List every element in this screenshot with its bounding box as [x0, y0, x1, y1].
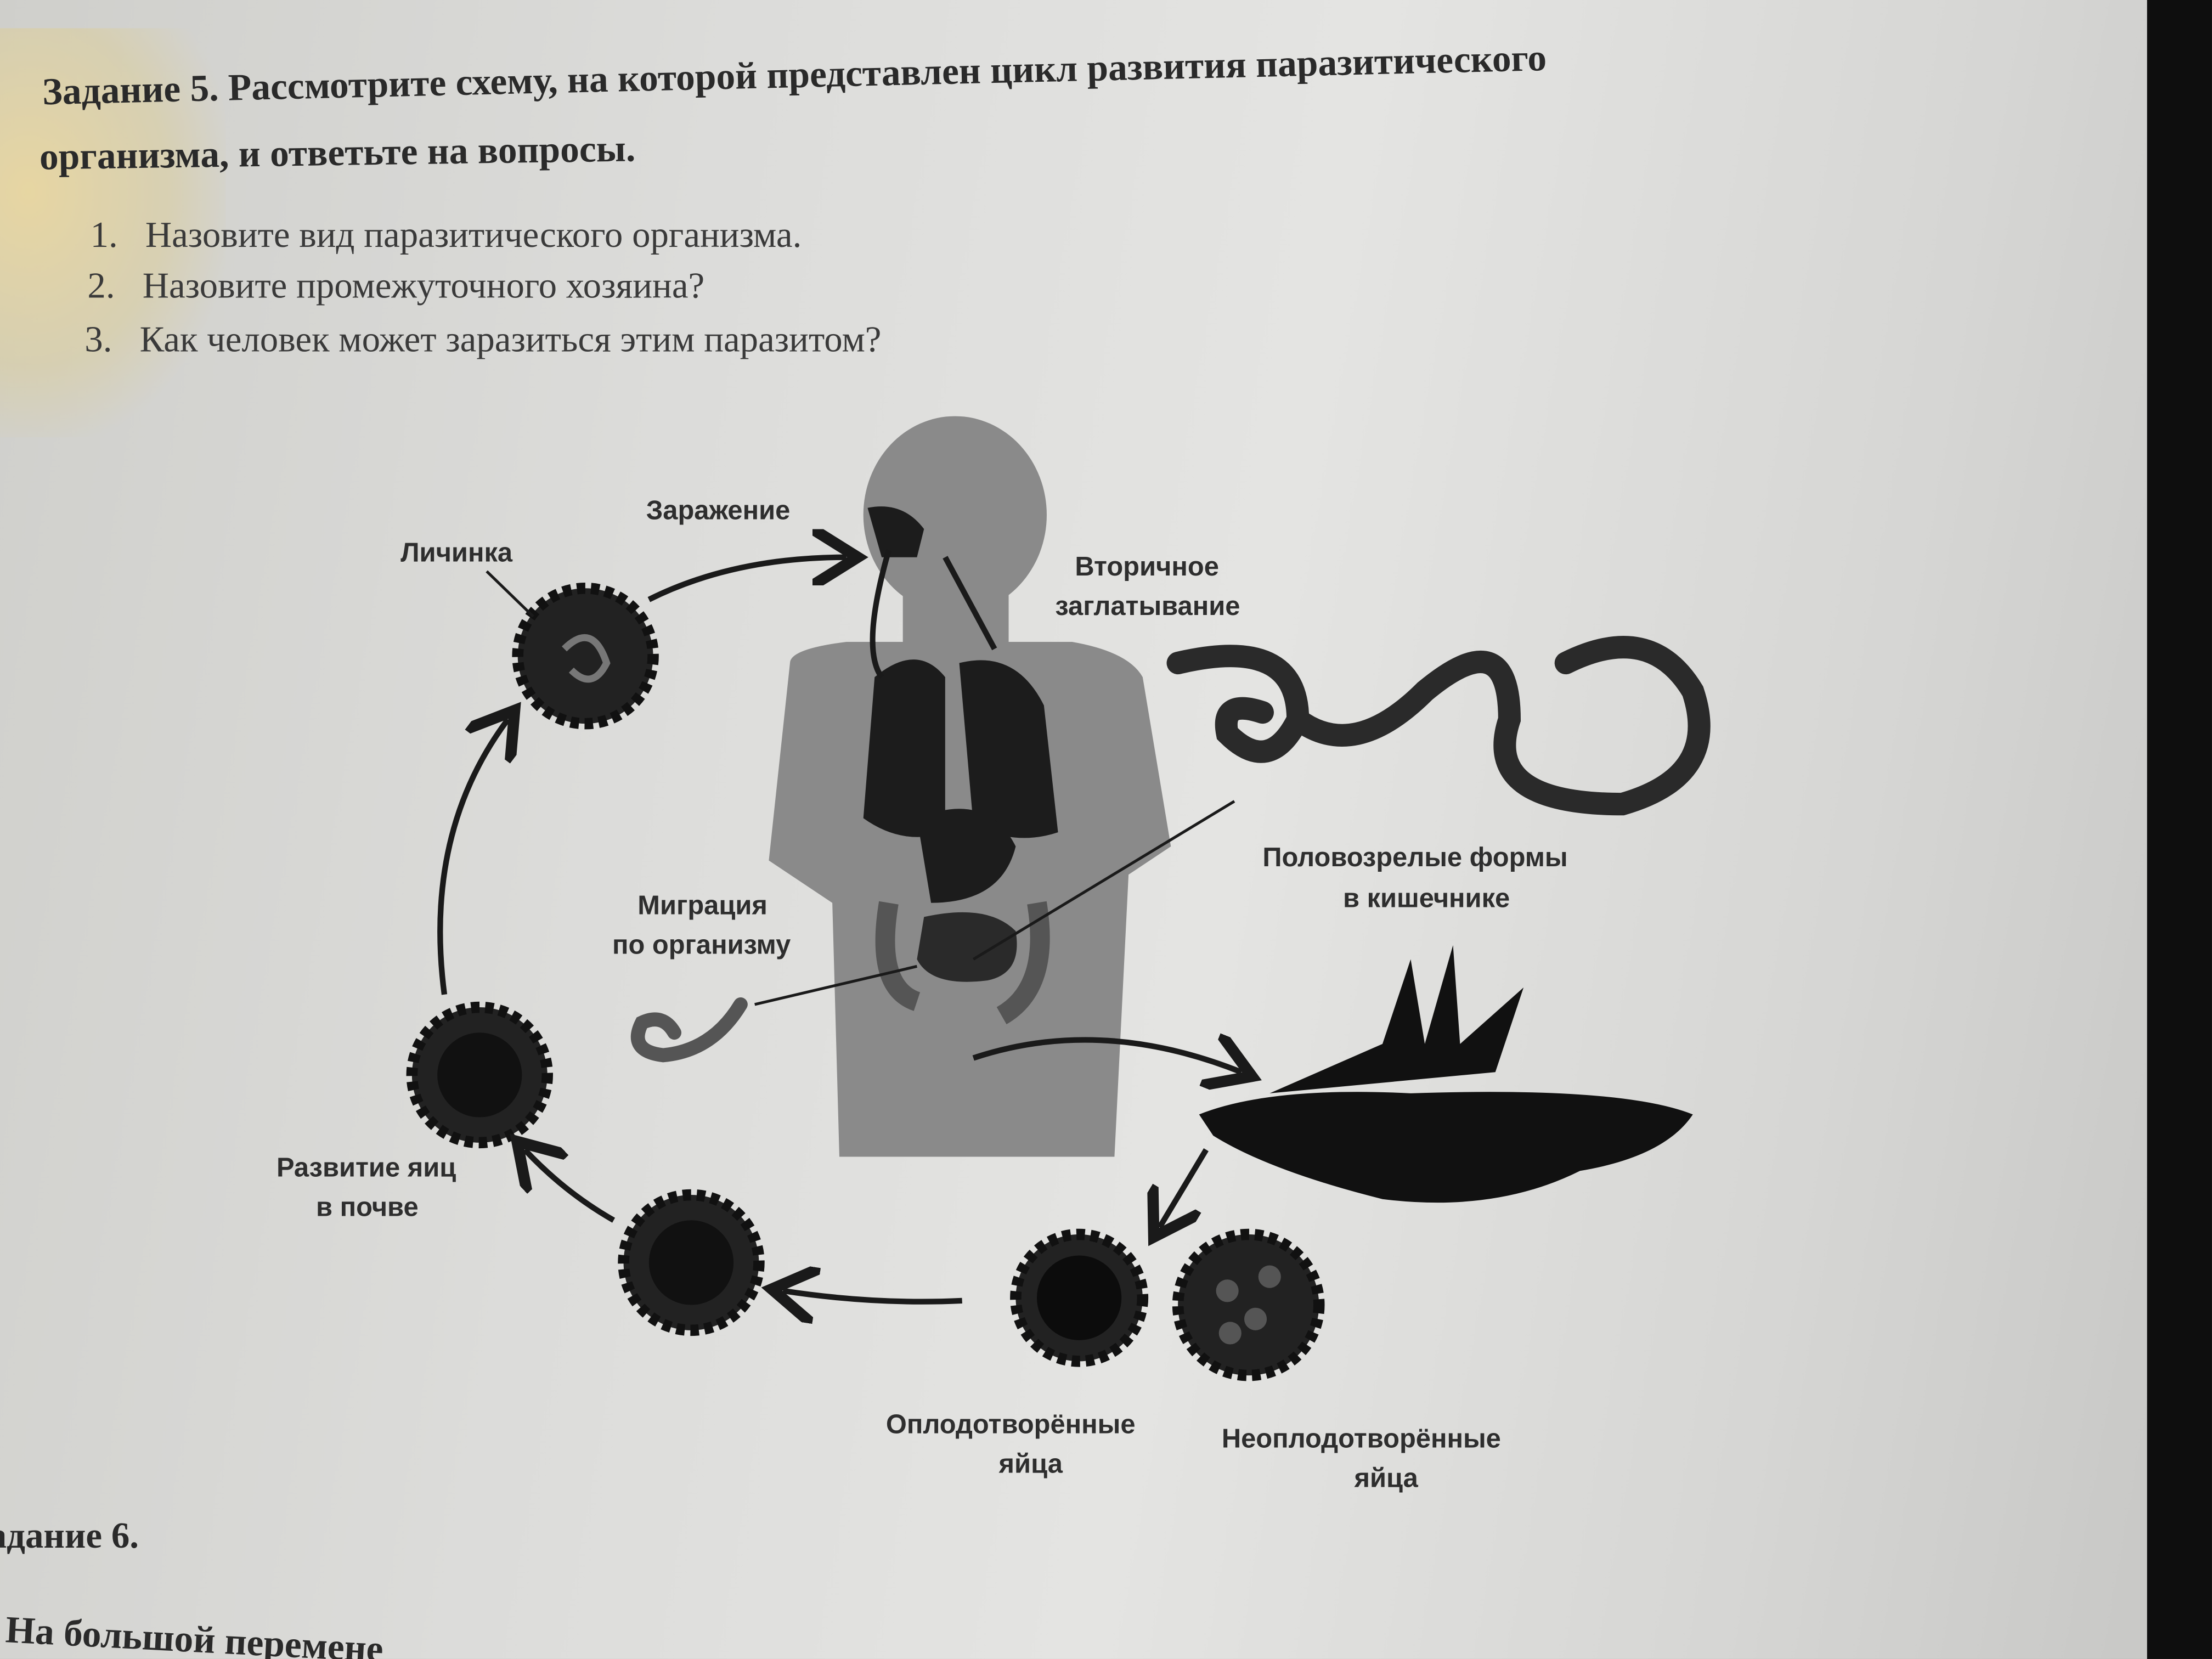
label-soil-dev-1: Развитие яиц [276, 1153, 456, 1183]
label-soil-dev-2: в почве [316, 1193, 419, 1222]
label-fertilized-2: яйца [998, 1449, 1063, 1479]
pointer-line [972, 800, 1235, 961]
lungs-organs [863, 506, 1058, 1025]
label-adults-1: Половозрелые формы [1262, 843, 1567, 872]
label-migration-1: Миграция [637, 890, 768, 920]
unfertilized-egg-icon [1172, 1228, 1325, 1381]
adult-worm-icon [1166, 636, 1711, 816]
label-larva: Личинка [400, 538, 513, 567]
soil-grass-icon [1199, 945, 1693, 1203]
label-migration-2: по организму [612, 930, 791, 960]
pointer-line [486, 570, 534, 618]
label-fertilized-1: Оплодотворённые [886, 1410, 1136, 1440]
developing-egg-icon [406, 1001, 553, 1149]
larva-egg-icon [512, 582, 659, 730]
question-1: 1. Назовите вид паразитического организм… [90, 214, 802, 256]
screen-edge [2147, 0, 2212, 1659]
light-glare [0, 28, 226, 438]
fertilized-egg-icon [1010, 1228, 1149, 1367]
question-2: 2. Назовите промежуточного хозяина? [87, 265, 705, 306]
label-unfertilized-1: Неоплодотворённые [1222, 1424, 1501, 1453]
cycle-arrows [437, 557, 1242, 1302]
pointer-line [754, 964, 917, 1006]
label-secondary-1: Вторичное [1075, 552, 1218, 582]
trachea-path [870, 549, 997, 679]
label-infection: Заражение [646, 495, 791, 525]
migrating-larva-icon [630, 997, 748, 1063]
label-unfertilized-2: яйца [1354, 1463, 1419, 1493]
label-secondary-2: заглатывание [1055, 591, 1240, 621]
human-silhouette [769, 416, 1171, 1157]
question-3: 3. Как человек может заразиться этим пар… [84, 319, 882, 360]
task6-title: Задание 6. [0, 1515, 139, 1556]
label-adults-2: в кишечнике [1343, 883, 1510, 913]
early-egg-icon [618, 1189, 765, 1336]
